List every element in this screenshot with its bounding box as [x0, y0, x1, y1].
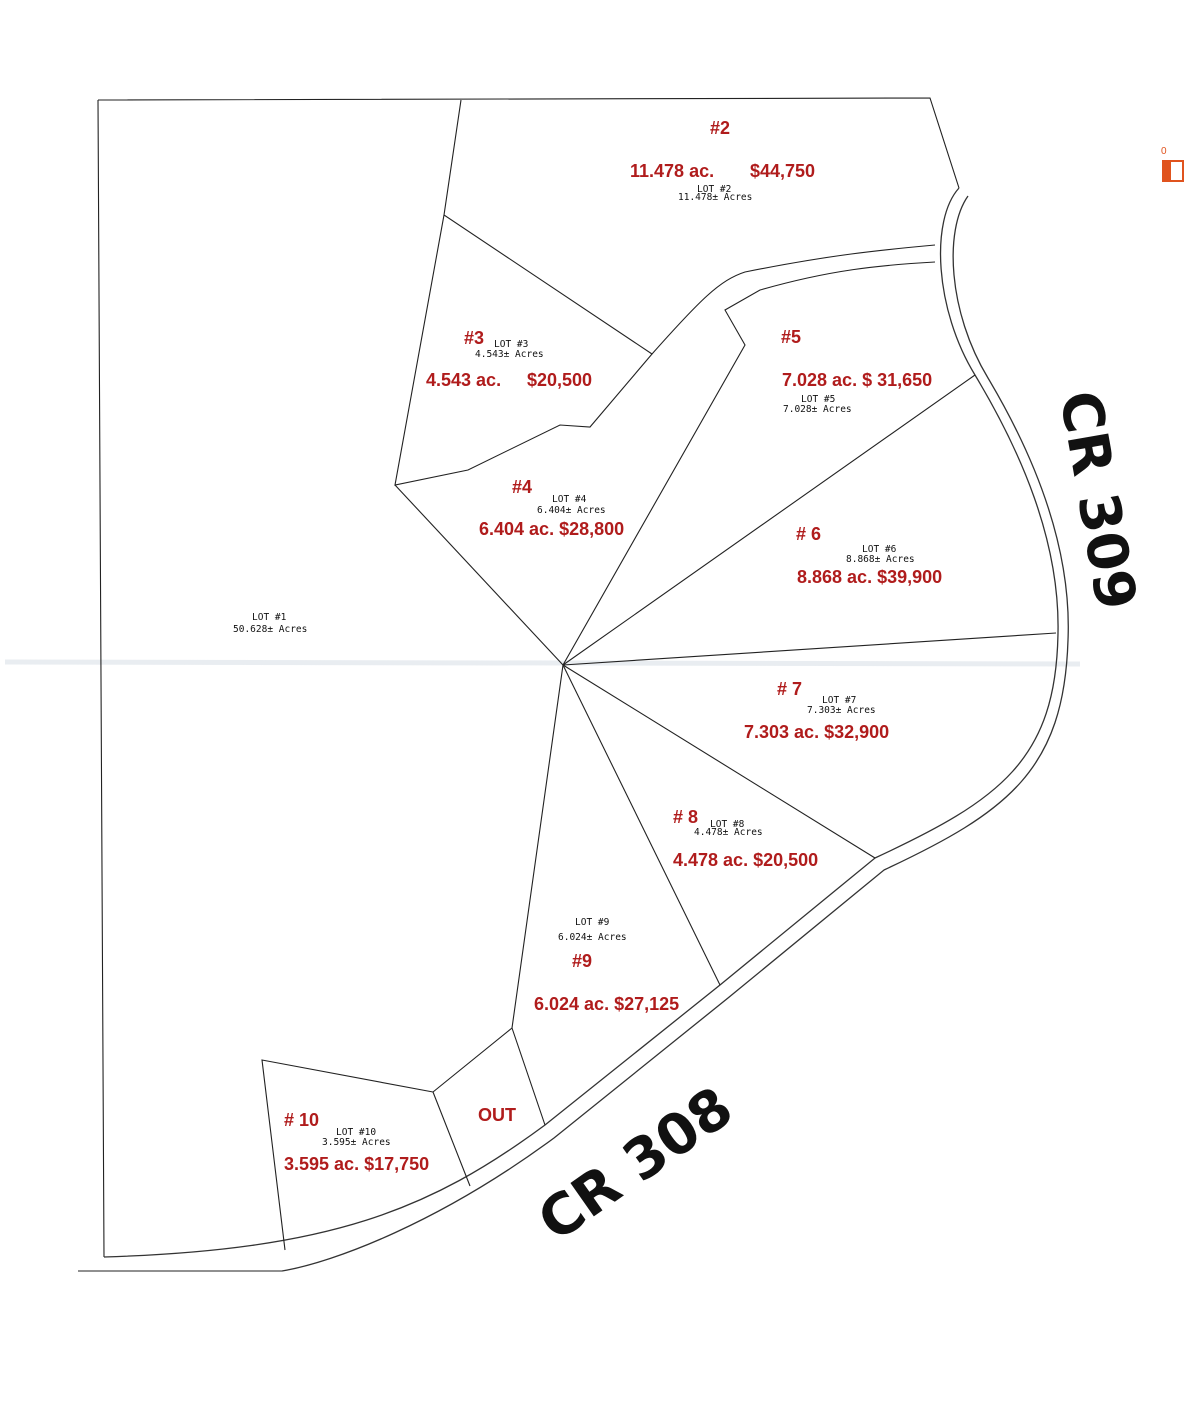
svg-text:6.404± Acres: 6.404± Acres — [537, 505, 606, 516]
svg-text:4.543± Acres: 4.543± Acres — [475, 349, 544, 360]
svg-text:8.868 ac. $39,900: 8.868 ac. $39,900 — [797, 567, 942, 587]
svg-text:LOT #6: LOT #6 — [862, 544, 897, 555]
cad-label-lot-4: LOT #4 6.404± Acres — [537, 494, 606, 516]
road-inner-edge — [281, 195, 1069, 1272]
cad-label-lot-7: LOT #7 7.303± Acres — [807, 695, 876, 716]
svg-text:4.543 ac.: 4.543 ac. — [426, 370, 501, 390]
svg-text:8.868± Acres: 8.868± Acres — [846, 554, 915, 565]
out-parcel-label: OUT — [478, 1105, 516, 1125]
svg-text:$20,500: $20,500 — [527, 370, 592, 390]
svg-text:#9: #9 — [572, 951, 592, 971]
svg-text:LOT #4: LOT #4 — [552, 494, 587, 505]
svg-text:11.478± Acres: 11.478± Acres — [678, 192, 752, 203]
svg-text:#2: #2 — [710, 118, 730, 138]
svg-text:11.478 ac.: 11.478 ac. — [630, 161, 714, 181]
sale-label-lot-7: # 7 7.303 ac. $32,900 — [744, 679, 889, 742]
svg-text:7.028± Acres: 7.028± Acres — [783, 404, 852, 415]
sale-label-lot-8: # 8 4.478 ac. $20,500 — [673, 807, 818, 870]
sale-label-lot-2: #2 11.478 ac. $44,750 — [630, 118, 815, 181]
corner-badge-count: 0 — [1161, 146, 1167, 157]
svg-text:LOT #8: LOT #8 — [710, 819, 745, 830]
svg-text:#3: #3 — [464, 328, 484, 348]
sale-label-lot-5: #5 7.028 ac. $ 31,650 — [781, 327, 932, 390]
road-name-cr-308: CR 308 — [527, 1075, 745, 1255]
cad-label-lot-8: LOT #8 4.478± Acres — [694, 819, 763, 838]
svg-text:LOT #1: LOT #1 — [252, 612, 287, 623]
svg-text:#5: #5 — [781, 327, 801, 347]
svg-text:3.595± Acres: 3.595± Acres — [322, 1137, 391, 1148]
lot-5-6-divider — [562, 374, 976, 666]
svg-text:7.303 ac. $32,900: 7.303 ac. $32,900 — [744, 722, 889, 742]
svg-text:6.404 ac. $28,800: 6.404 ac. $28,800 — [479, 519, 624, 539]
access-strip-line — [562, 261, 936, 666]
svg-text:# 7: # 7 — [777, 679, 802, 699]
svg-text:$44,750: $44,750 — [750, 161, 815, 181]
svg-text:LOT #5: LOT #5 — [801, 394, 835, 405]
road-name-cr-309: CR 309 — [1046, 386, 1148, 615]
svg-text:4.478 ac. $20,500: 4.478 ac. $20,500 — [673, 850, 818, 870]
sale-label-lot-9: #9 6.024 ac. $27,125 — [534, 951, 679, 1014]
svg-text:3.595 ac. $17,750: 3.595 ac. $17,750 — [284, 1154, 429, 1174]
lot-3-boundary — [394, 214, 653, 486]
sale-label-lot-3: #3 4.543 ac. $20,500 — [426, 328, 592, 390]
sale-label-lot-6: # 6 8.868 ac. $39,900 — [796, 524, 942, 587]
lot-8-9-divider — [562, 664, 721, 986]
sale-label-lot-10: # 10 3.595 ac. $17,750 — [284, 1110, 429, 1174]
svg-text:4.478± Acres: 4.478± Acres — [694, 827, 763, 838]
lot-2-south-line — [443, 99, 936, 355]
lot-9-west-line — [511, 664, 564, 1126]
cad-label-lot-3: LOT #3 4.543± Acres — [475, 339, 544, 360]
scan-fold-line — [4, 659, 1081, 667]
svg-text:50.628± Acres: 50.628± Acres — [233, 624, 307, 635]
road-outer-edge — [103, 187, 1059, 1258]
lot-7-8-divider — [562, 664, 876, 859]
outer-boundary — [97, 97, 960, 1258]
lot-6-7-divider — [562, 632, 1057, 666]
cad-label-lot-2: LOT #2 11.478± Acres — [678, 184, 752, 203]
cad-label-lot-5: LOT #5 7.028± Acres — [783, 394, 852, 415]
svg-text:LOT #10: LOT #10 — [336, 1127, 376, 1138]
lot-10-boundary — [261, 1059, 434, 1251]
svg-text:LOT #7: LOT #7 — [822, 695, 856, 706]
lot-4-boundary — [394, 484, 564, 666]
svg-text:7.303± Acres: 7.303± Acres — [807, 705, 876, 716]
corner-badge[interactable]: 0 — [1161, 146, 1184, 182]
svg-text:LOT #9: LOT #9 — [575, 917, 610, 928]
svg-text:LOT #3: LOT #3 — [494, 339, 528, 350]
svg-text:# 8: # 8 — [673, 807, 698, 827]
svg-text:# 10: # 10 — [284, 1110, 319, 1130]
svg-text:#4: #4 — [512, 477, 532, 497]
svg-text:LOT #2: LOT #2 — [697, 184, 731, 195]
cad-label-lot-9: LOT #9 6.024± Acres — [558, 917, 627, 943]
bookmark-icon — [1162, 160, 1184, 182]
svg-text:6.024 ac. $27,125: 6.024 ac. $27,125 — [534, 994, 679, 1014]
cad-label-lot-10: LOT #10 3.595± Acres — [322, 1127, 391, 1148]
svg-text:6.024± Acres: 6.024± Acres — [558, 932, 627, 943]
svg-text:7.028 ac. $ 31,650: 7.028 ac. $ 31,650 — [782, 370, 932, 390]
cad-label-lot-6: LOT #6 8.868± Acres — [846, 544, 915, 565]
svg-text:# 6: # 6 — [796, 524, 821, 544]
cad-label-lot-1: LOT #1 50.628± Acres — [233, 612, 307, 635]
sale-label-lot-4: #4 6.404 ac. $28,800 — [479, 477, 624, 539]
